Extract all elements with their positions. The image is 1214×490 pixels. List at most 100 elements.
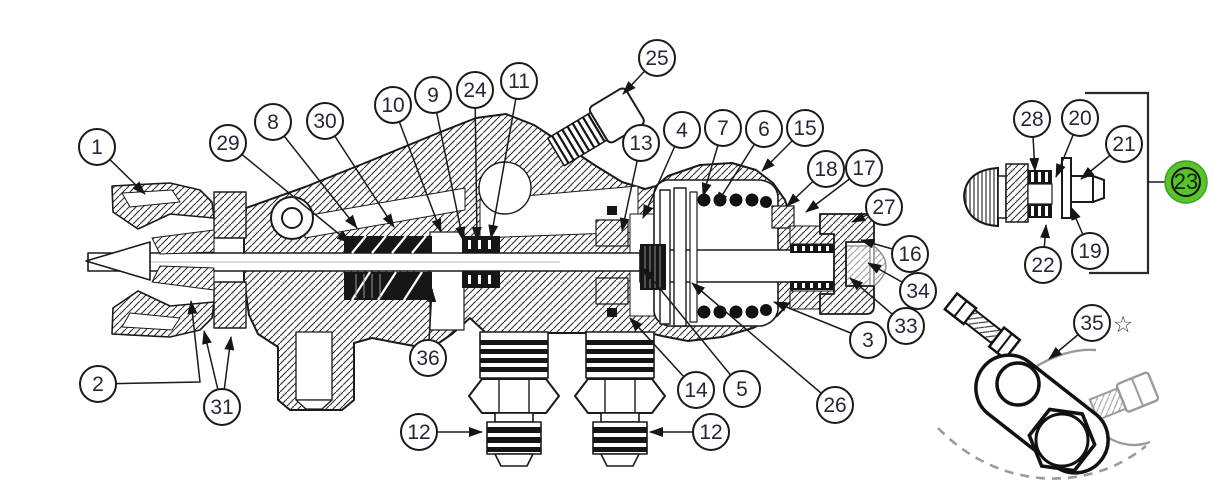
- callout-number: 10: [381, 94, 404, 117]
- callout-balloon[interactable]: [723, 370, 761, 408]
- callout-number: 26: [823, 394, 846, 417]
- callout-33[interactable]: 33: [887, 307, 925, 345]
- callout-balloon[interactable]: [400, 413, 438, 451]
- callout-balloon[interactable]: [845, 149, 883, 187]
- callout-34[interactable]: 34: [899, 272, 937, 310]
- callout-balloon[interactable]: [414, 76, 452, 114]
- callout-number: 8: [267, 111, 279, 134]
- callout-balloon[interactable]: [254, 103, 292, 141]
- callout-1[interactable]: 1: [78, 128, 116, 166]
- callout-balloon[interactable]: [663, 111, 701, 149]
- callout-number: 19: [1078, 240, 1101, 263]
- ghost-swing-arc: [937, 427, 1147, 480]
- callout-balloon[interactable]: [409, 339, 447, 377]
- callout-balloon[interactable]: [849, 321, 887, 359]
- callout-balloon[interactable]: [692, 413, 730, 451]
- callout-balloon[interactable]: [209, 124, 247, 162]
- callout-balloon[interactable]: [1024, 246, 1062, 284]
- callout-balloon[interactable]: [816, 386, 854, 424]
- packing-stack-left: [344, 235, 432, 301]
- callout-balloon[interactable]: [704, 109, 742, 147]
- callout-11[interactable]: 11: [500, 62, 538, 100]
- callout-23-highlighted[interactable]: 23: [1164, 160, 1208, 204]
- callout-35[interactable]: 35☆: [1073, 304, 1133, 342]
- callout-balloon[interactable]: [78, 128, 116, 166]
- leader-line-30: [324, 120, 395, 228]
- callout-number: 27: [872, 196, 895, 219]
- callout-4[interactable]: 4: [663, 111, 701, 149]
- callout-30[interactable]: 30: [306, 102, 344, 140]
- callout-balloon[interactable]: [306, 102, 344, 140]
- callout-20[interactable]: 20: [1061, 99, 1099, 137]
- callout-number: 2: [92, 373, 104, 396]
- callout-15[interactable]: 15: [786, 109, 824, 147]
- callout-12[interactable]: 12: [692, 413, 730, 451]
- callout-27[interactable]: 27: [865, 188, 903, 226]
- callout-19[interactable]: 19: [1071, 232, 1109, 270]
- ghost-bolt: [1088, 371, 1160, 422]
- callout-number: 9: [427, 84, 439, 107]
- callout-balloon[interactable]: [677, 371, 715, 409]
- callout-14[interactable]: 14: [677, 371, 715, 409]
- callout-balloon[interactable]: [374, 86, 412, 124]
- callout-6[interactable]: 6: [745, 110, 783, 148]
- callout-28[interactable]: 28: [1013, 100, 1051, 138]
- stem-shaft: [1070, 175, 1094, 203]
- callout-number: 7: [717, 117, 729, 140]
- leader-line-5: [642, 267, 743, 390]
- callout-5[interactable]: 5: [723, 370, 761, 408]
- callout-balloon[interactable]: [807, 150, 845, 188]
- callout-13[interactable]: 13: [622, 124, 660, 162]
- callout-12[interactable]: 12: [400, 413, 438, 451]
- callout-balloon[interactable]: [1071, 232, 1109, 270]
- callout-balloon[interactable]: [786, 109, 824, 147]
- valve-channel: [429, 231, 465, 331]
- callout-31[interactable]: 31: [203, 388, 241, 426]
- callout-10[interactable]: 10: [374, 86, 412, 124]
- callout-balloon[interactable]: [865, 188, 903, 226]
- callout-balloon[interactable]: [745, 110, 783, 148]
- callout-9[interactable]: 9: [414, 76, 452, 114]
- callout-number: 15: [793, 117, 816, 140]
- callout-24[interactable]: 24: [456, 71, 494, 109]
- callout-balloon[interactable]: [1073, 304, 1111, 342]
- callout-number: 36: [416, 347, 439, 370]
- callout-26[interactable]: 26: [816, 386, 854, 424]
- rocker-arm-eye: [995, 361, 1041, 407]
- callout-2[interactable]: 2: [79, 365, 117, 403]
- callout-balloon[interactable]: [891, 235, 929, 273]
- callout-21[interactable]: 21: [1105, 125, 1143, 163]
- callout-22[interactable]: 22: [1024, 246, 1062, 284]
- callout-8[interactable]: 8: [254, 103, 292, 141]
- callout-16[interactable]: 16: [891, 235, 929, 273]
- callout-balloon[interactable]: [887, 307, 925, 345]
- callout-balloon[interactable]: [500, 62, 538, 100]
- callout-3[interactable]: 3: [849, 321, 887, 359]
- callout-18[interactable]: 18: [807, 150, 845, 188]
- callout-29[interactable]: 29: [209, 124, 247, 162]
- callout-25[interactable]: 25: [638, 39, 676, 77]
- valve-seat-lower: [595, 277, 629, 305]
- knurled-head: [962, 166, 999, 228]
- callout-number: 14: [684, 379, 708, 402]
- callout-balloon[interactable]: [899, 272, 937, 310]
- valve-packing-stack: [462, 236, 500, 288]
- detail-rocker-arm: [937, 291, 1160, 480]
- spring-coils: [697, 193, 772, 319]
- grease-fitting-left: [468, 331, 560, 467]
- callout-balloon[interactable]: [456, 71, 494, 109]
- callout-balloon[interactable]: [1013, 100, 1051, 138]
- callout-17[interactable]: 17: [845, 149, 883, 187]
- callout-balloon[interactable]: [1105, 125, 1143, 163]
- callout-balloon[interactable]: [638, 39, 676, 77]
- callout-balloon[interactable]: [203, 388, 241, 426]
- callout-balloon[interactable]: [79, 365, 117, 403]
- callout-balloon[interactable]: [622, 124, 660, 162]
- leader-line-26: [691, 282, 836, 406]
- screw-dome: [873, 245, 887, 287]
- callout-36[interactable]: 36: [409, 339, 447, 377]
- callout-7[interactable]: 7: [704, 109, 742, 147]
- callout-balloon[interactable]: [1061, 99, 1099, 137]
- callout-number: 3: [862, 329, 874, 352]
- callout-number: 4: [676, 119, 688, 142]
